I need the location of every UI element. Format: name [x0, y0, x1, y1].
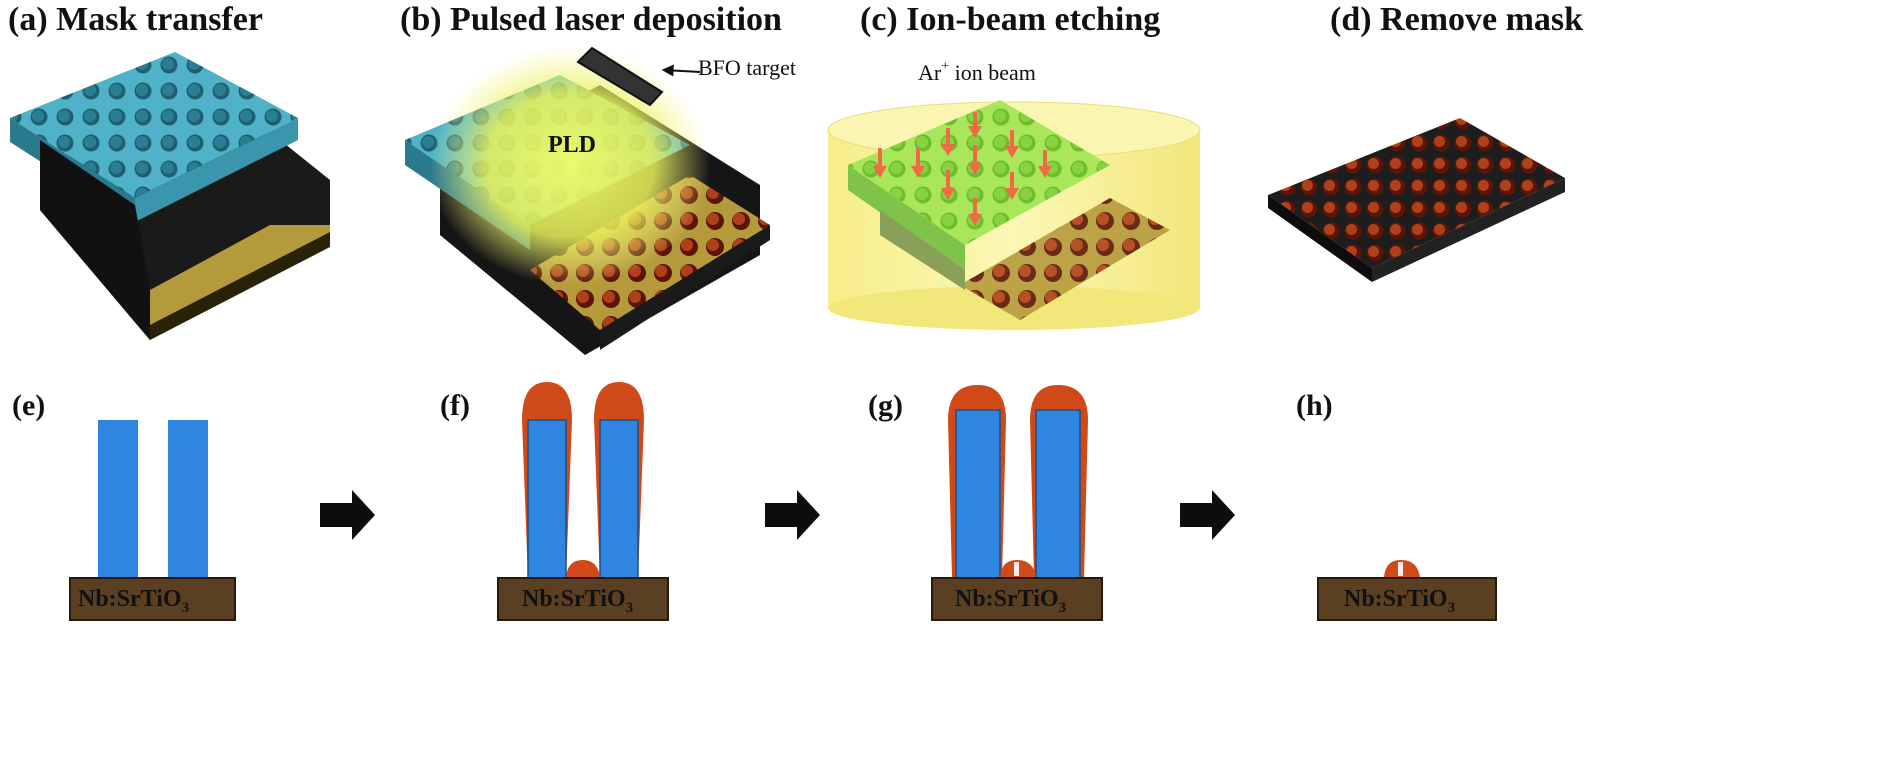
- step-arrow: [320, 490, 375, 540]
- mask-pillar: [599, 419, 639, 579]
- plume-label: PLD: [548, 132, 596, 158]
- panel-b-illustration: PLD BFO target: [405, 45, 796, 355]
- label-e: (e): [12, 389, 45, 422]
- mask-pillar: [98, 420, 138, 578]
- panel-a-illustration: [10, 52, 330, 340]
- substrate-label: Nb:SrTiO3: [522, 586, 633, 616]
- panel-a-title: (a) Mask transfer: [8, 1, 263, 38]
- cross-section-f: (f) Nb:SrTiO3: [440, 382, 669, 621]
- cross-section-e: (e) Nb:SrTiO3: [12, 389, 236, 621]
- substrate-label: Nb:SrTiO3: [1344, 586, 1455, 616]
- ion-arrows: [873, 112, 1052, 226]
- mask-top: [10, 52, 298, 198]
- label-f: (f): [440, 389, 470, 422]
- cross-section-h: (h) Nb:SrTiO3: [1296, 389, 1497, 621]
- bfo-dot: [566, 560, 600, 578]
- substrate-block: [931, 577, 1103, 621]
- panel-d-illustration: [1268, 118, 1565, 282]
- mask-pillar: [168, 420, 208, 578]
- bfo-target: [576, 46, 664, 107]
- cross-section-g: (g) Nb:SrTiO3: [868, 385, 1103, 621]
- substrate-label: Nb:SrTiO3: [955, 586, 1066, 616]
- target-pointer-arrow: [661, 64, 701, 77]
- step-arrow: [765, 490, 820, 540]
- mask-pillar: [527, 419, 567, 579]
- mask-pillar: [955, 409, 1001, 579]
- pld-plume: [430, 45, 710, 285]
- panel-c-illustration: Ar+ ion beam: [827, 59, 1201, 330]
- panel-b-title: (b) Pulsed laser deposition: [400, 1, 782, 38]
- bfo-dots-region: [960, 198, 1170, 320]
- label-g: (g): [868, 389, 903, 422]
- target-label: BFO target: [698, 55, 796, 80]
- substrate-block: [497, 577, 669, 621]
- panel-c-title: (c) Ion-beam etching: [860, 1, 1160, 38]
- substrate-label: Nb:SrTiO3: [78, 586, 189, 616]
- substrate-block: [69, 577, 236, 621]
- beam-label: Ar+ ion beam: [918, 59, 1036, 85]
- step-arrow: [1180, 490, 1235, 540]
- panel-d-title: (d) Remove mask: [1330, 1, 1583, 38]
- mask-pillar: [1035, 409, 1081, 579]
- substrate-block: [1317, 577, 1497, 621]
- label-h: (h): [1296, 389, 1333, 422]
- bfo-dots-array: [1268, 118, 1565, 268]
- mask-top: [848, 100, 1110, 245]
